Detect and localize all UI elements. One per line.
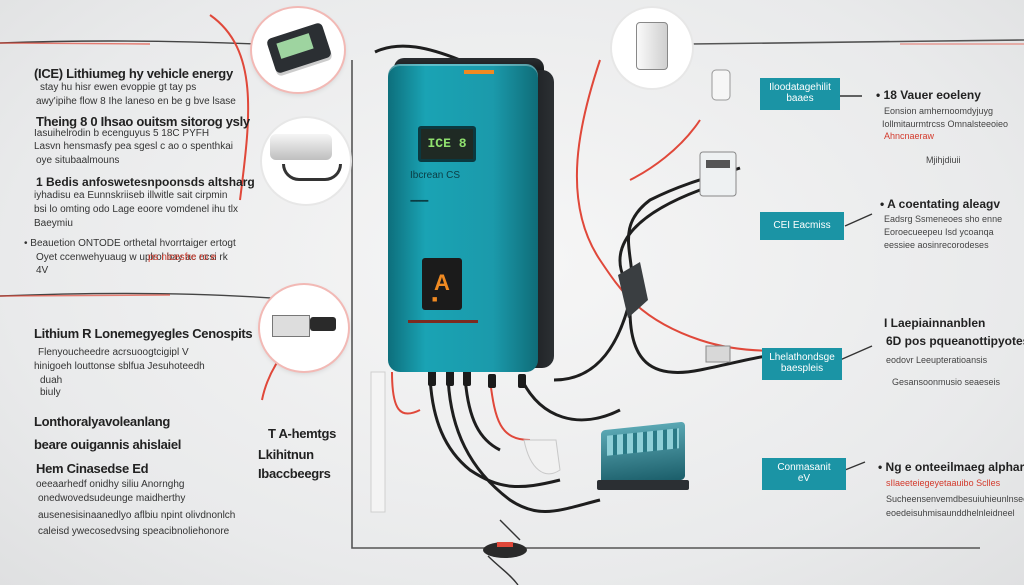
left-block3-line2: bsi lo omting odo Lage eoore vomdenel ih… — [34, 204, 239, 215]
callout-tag-2: CEI Eacmiss — [760, 212, 844, 240]
ice-charger-unit: ICE 8 Ibcrean CS ▪▪▪▪▪▪▪▪▪▪▪▪ A ■ — [388, 58, 554, 372]
left-block5-line1: Flenyoucheedre acrsuoogtcigipl V — [38, 347, 189, 358]
left-block6-title3: Hem Cinasedse Ed — [36, 461, 149, 476]
warning-icon: A — [434, 270, 450, 295]
left-block1-title: (ICE) Lithiumeg hy vehicle energy — [34, 66, 233, 81]
left-block3-line3: Baeymiu — [34, 218, 73, 229]
left-block5-line4: biuly — [40, 387, 61, 398]
device-brand: Ibcrean CS — [410, 170, 461, 181]
right-block2-line2: Eoroecueepeu Isd ycoanqa — [884, 227, 994, 237]
device-strip: ▪▪▪▪▪▪▪▪▪▪▪▪ — [410, 198, 429, 205]
clip-icon — [270, 134, 332, 160]
clamp-sensor — [483, 542, 527, 558]
callout-tag-3: Lhelathondsge baespleis — [762, 348, 842, 380]
right-block1-line2: Iollmitaurmtrcss Omnalsteeoieo — [882, 119, 1009, 129]
callout-tag-4: Conmasanit eV — [762, 458, 846, 490]
device-display: ICE 8 — [418, 126, 476, 162]
right-block1-red: Ahncnaeraw — [884, 131, 935, 141]
right-block4-title: • Ng e onteeilmaeg alphar — [878, 460, 1024, 474]
meter-thumbnail-bubble — [252, 8, 344, 92]
left-block2-line1: Iasuihelrodin b ecenguyus 5 18C PYFH — [34, 128, 210, 139]
connector-thumbnail-bubble — [260, 285, 348, 371]
right-block3-title2: 6D pos pqueanottipyotes — [886, 334, 1024, 348]
warning-text: ■ — [432, 294, 438, 304]
left-block6-title2: beare ouigannis ahislaiel — [34, 437, 182, 452]
left-block6-line4: caleisd ywecosedvsing speacibnoliehonore — [38, 526, 230, 537]
right-block4-red: sIlaeeteiegeyetaauibo Sclles — [886, 478, 1001, 488]
clamp-icon — [636, 22, 668, 70]
left-block6-line2: onedwovedsudeunge maidherthy — [38, 493, 186, 504]
left-block6-title1: Lonthoralyavoleanlang — [34, 414, 171, 429]
center-title-line1: T A-hemtgs — [268, 426, 337, 441]
right-block3-title1: I Laepiainnanblen — [884, 316, 986, 330]
left-block3-line1: iyhadisu ea Eunnskriiseb illwitle sait c… — [34, 190, 228, 201]
plug-icon — [272, 315, 310, 337]
left-block6-line1: oeeaarhedf onidhy siliu Anornghg — [36, 479, 185, 490]
clamp-thumbnail-bubble — [612, 8, 692, 88]
pointer-lines — [487, 95, 873, 585]
warning-label: A — [422, 258, 462, 310]
center-title-line2: Lkihitnun — [258, 447, 314, 462]
left-block5-line2: hinigoeh louttonse sblfua Jesuhoteedh — [34, 361, 205, 372]
right-block4-line1: Sucheensenvemdbesuiuhieunlnseel — [886, 494, 1024, 504]
left-block4-line2: Oyet ccenwehyuaug w uplrol bay ac ecsi r… — [36, 252, 228, 263]
device-body: ICE 8 Ibcrean CS ▪▪▪▪▪▪▪▪▪▪▪▪ A ■ — [388, 64, 538, 372]
left-block4-line1: • Beauetion ONTODE orthetal hvorrtaiger … — [24, 238, 236, 249]
battery-pack-icon — [597, 398, 689, 490]
center-title-line3: Ibaccbeegrs — [258, 466, 331, 481]
right-block1-line3: Mjihjdiuii — [926, 155, 961, 165]
left-block2-line3: oye situbaalmouns — [36, 155, 120, 166]
mount-pole — [370, 371, 386, 513]
left-block3-title: 1 Bedis anfoswetesnpoonsds altsharg — [36, 175, 255, 189]
right-block3-line1: eodovr Leeupteratioansis — [886, 355, 988, 365]
plug-connectors — [523, 69, 737, 475]
left-block1-line2: awy'ipihe flow 8 Ihe laneso en be g bve … — [36, 96, 236, 107]
right-block2-title: • A coentating aleagv — [880, 197, 1001, 211]
left-block4-red: ps nicesfre ro e — [148, 252, 217, 263]
left-block1-line1: stay hu hisr ewen evoppie gt tay ps — [40, 82, 197, 93]
device-connectors — [428, 370, 526, 388]
left-block2-line2: Lasvn hensmasfy pea sgesl c ao o spenthk… — [34, 141, 234, 152]
right-block4-line2: eoedeisuhmisaunddhelnleidneel — [886, 508, 1015, 518]
right-block2-line3: eessiee aosinrecorodeses — [884, 240, 989, 250]
left-block6-line3: ausenesisinaanedlyo aflbiu npint olivdno… — [38, 510, 236, 521]
callout-tag-1: Iloodatagehilit baaes — [760, 78, 840, 110]
clamp-sensor-band — [497, 542, 513, 547]
left-block5-line3: duah — [40, 375, 63, 386]
right-block2-line1: Eadsrg Ssmeneoes sho enne — [884, 214, 1003, 224]
left-block5-title: Lithium R Lonemegyegles Cenospits — [34, 326, 253, 341]
right-block1-line1: Eonsion amhernoomdyjuyg — [884, 106, 994, 116]
left-block4-line3: 4V — [36, 265, 49, 276]
cable-thumbnail-bubble — [262, 118, 350, 204]
right-block1-title: • 18 Vauer eoeleny — [876, 88, 981, 102]
left-block2-title: Theing 8 0 Ihsao ouitsm sitorog ysly — [36, 114, 250, 129]
right-block3-line2: Gesansoonmusio seaeseis — [892, 377, 1001, 387]
